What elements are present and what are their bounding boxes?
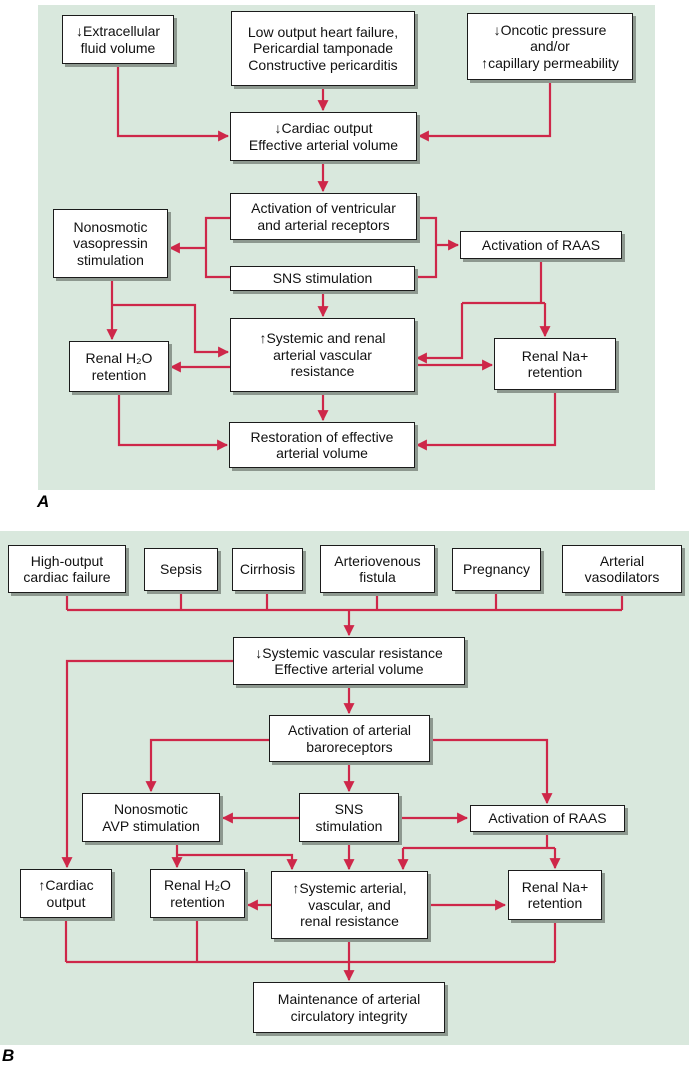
node-systemic-arterial-vascular-renal-resistance: ↑Systemic arterial, vascular, and renal … <box>271 871 428 939</box>
node-sepsis: Sepsis <box>144 548 218 591</box>
node-renal-na-retention-b: Renal Na+ retention <box>508 870 602 920</box>
node-activation-ventricular-arterial-receptors: Activation of ventricular and arterial r… <box>230 193 417 240</box>
panel-a: ↓Extracellular fluid volume Low output h… <box>38 5 655 490</box>
node-renal-h2o-retention-b: Renal H₂O retention <box>150 869 245 918</box>
node-low-output-heart-failure: Low output heart failure, Pericardial ta… <box>231 11 415 86</box>
node-activation-arterial-baroreceptors: Activation of arterial baroreceptors <box>269 715 430 762</box>
node-sns-stimulation-a: SNS stimulation <box>230 266 415 291</box>
node-cardiac-output-b: ↑Cardiac output <box>20 869 112 918</box>
node-activation-of-raas-a: Activation of RAAS <box>460 231 622 259</box>
node-nonosmotic-vasopressin-stimulation: Nonosmotic vasopressin stimulation <box>53 209 168 278</box>
node-high-output-cardiac-failure: High-output cardiac failure <box>8 545 126 593</box>
node-systemic-renal-arterial-vascular-resistance: ↑Systemic and renal arterial vascular re… <box>230 318 415 392</box>
panel-a-label: A <box>37 492 50 511</box>
node-sns-stimulation-b: SNS stimulation <box>299 793 399 842</box>
node-maintenance-arterial-circulatory-integrity: Maintenance of arterial circulatory inte… <box>253 982 445 1033</box>
node-arterial-vasodilators: Arterial vasodilators <box>562 545 682 593</box>
node-cardiac-output-effective-arterial-volume: ↓Cardiac output Effective arterial volum… <box>230 112 417 161</box>
node-nonosmotic-avp-stimulation: Nonosmotic AVP stimulation <box>82 793 220 842</box>
node-systemic-vascular-resistance-effective-arterial-volume: ↓Systemic vascular resistance Effective … <box>233 637 465 685</box>
node-oncotic-pressure: ↓Oncotic pressure and/or ↑capillary perm… <box>467 13 633 80</box>
node-restoration-effective-arterial-volume: Restoration of effective arterial volume <box>229 422 415 468</box>
node-activation-of-raas-b: Activation of RAAS <box>470 805 625 832</box>
node-pregnancy: Pregnancy <box>452 548 541 591</box>
node-renal-h2o-retention-a: Renal H₂O retention <box>69 341 169 392</box>
node-renal-na-retention-a: Renal Na+ retention <box>494 338 616 390</box>
node-arteriovenous-fistula: Arteriovenous fistula <box>320 545 435 593</box>
flow-arrows-panel-b <box>61 591 624 982</box>
panel-b-label: B <box>2 1046 15 1065</box>
node-extracellular-fluid-volume: ↓Extracellular fluid volume <box>62 15 174 64</box>
node-cirrhosis: Cirrhosis <box>232 548 303 591</box>
panel-b: High-output cardiac failure Sepsis Cirrh… <box>0 531 689 1045</box>
